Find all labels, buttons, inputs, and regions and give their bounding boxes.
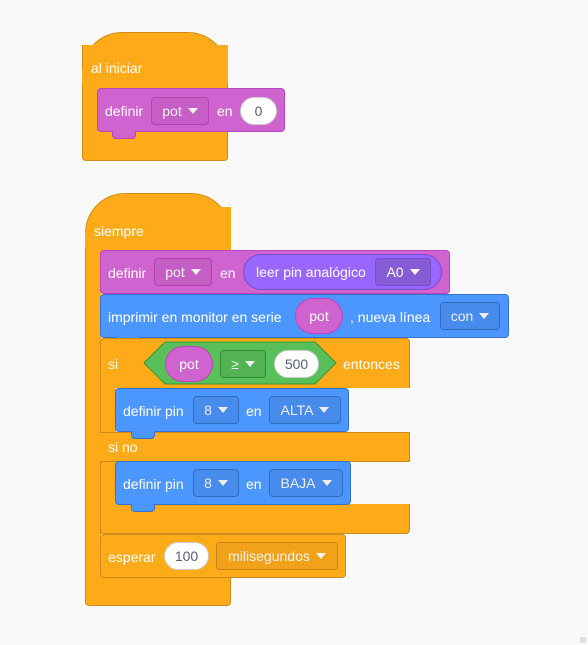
time-unit-value: milisegundos: [228, 548, 310, 564]
dropdown-caret-icon: [190, 269, 201, 275]
analog-pin-value: A0: [386, 264, 404, 280]
pin-value: 8: [204, 475, 212, 491]
when-start-label: al iniciar: [91, 60, 143, 76]
then-label: entonces: [343, 356, 400, 372]
variable-dropdown[interactable]: pot: [151, 97, 209, 125]
pin-state-value: BAJA: [280, 475, 316, 491]
pin-state-dropdown[interactable]: ALTA: [269, 396, 341, 424]
operator-dropdown[interactable]: ≥: [220, 350, 266, 378]
pin-dropdown[interactable]: 8: [193, 396, 239, 424]
dropdown-caret-icon: [217, 407, 228, 413]
dropdown-caret-icon: [187, 108, 198, 114]
dropdown-caret-icon: [409, 269, 420, 275]
variable-dropdown[interactable]: pot: [154, 258, 212, 286]
forever-block-bottom[interactable]: [85, 576, 231, 606]
block-notch: [131, 504, 155, 512]
pot-variable-reporter[interactable]: pot: [295, 298, 343, 334]
else-label: si no: [108, 439, 138, 455]
variable-dropdown-value: pot: [165, 264, 185, 280]
forever-block-top[interactable]: [85, 207, 231, 251]
scroll-corner: [580, 637, 586, 643]
set-label: definir: [108, 265, 147, 281]
wait-duration-input[interactable]: 100: [164, 542, 209, 570]
set-label: definir: [105, 103, 144, 119]
read-analog-pin-label: leer pin analógico: [256, 264, 366, 280]
pin-value: 8: [204, 402, 212, 418]
set-pin-label: definir pin: [123, 403, 184, 419]
variable-dropdown-value: pot: [162, 103, 182, 119]
when-start-block-top: [82, 45, 228, 85]
value-input[interactable]: 0: [240, 97, 277, 125]
dropdown-caret-icon: [319, 407, 330, 413]
pot-variable-label: pot: [309, 308, 329, 324]
wait-label: esperar: [108, 549, 156, 565]
block-notch: [112, 131, 136, 139]
analog-pin-dropdown[interactable]: A0: [375, 258, 431, 286]
dropdown-caret-icon: [479, 313, 490, 319]
in-label: en: [246, 403, 262, 419]
operator-value: ≥: [231, 356, 239, 372]
forever-label: siempre: [94, 223, 144, 239]
dropdown-caret-icon: [217, 480, 228, 486]
in-label: en: [217, 103, 233, 119]
pot-variable-reporter[interactable]: pot: [165, 346, 213, 382]
in-label: en: [220, 265, 236, 281]
pin-dropdown[interactable]: 8: [193, 469, 239, 497]
forever-block-spine: [85, 248, 101, 578]
dropdown-caret-icon: [315, 553, 326, 559]
newline-dropdown[interactable]: con: [440, 302, 500, 330]
in-label: en: [246, 476, 262, 492]
threshold-input[interactable]: 500: [274, 350, 319, 378]
pot-variable-label: pot: [179, 356, 199, 372]
dropdown-caret-icon: [244, 361, 255, 367]
dropdown-caret-icon: [321, 480, 332, 486]
if-label: si: [108, 356, 119, 372]
newline-option: con: [450, 308, 474, 324]
serial-print-label: imprimir en monitor en serie: [108, 309, 282, 325]
newline-label: , nueva línea: [350, 309, 431, 325]
block-notch: [131, 431, 155, 439]
pin-state-value: ALTA: [280, 402, 314, 418]
time-unit-dropdown[interactable]: milisegundos: [216, 542, 338, 570]
pin-state-dropdown[interactable]: BAJA: [269, 469, 343, 497]
set-pin-label: definir pin: [123, 476, 184, 492]
